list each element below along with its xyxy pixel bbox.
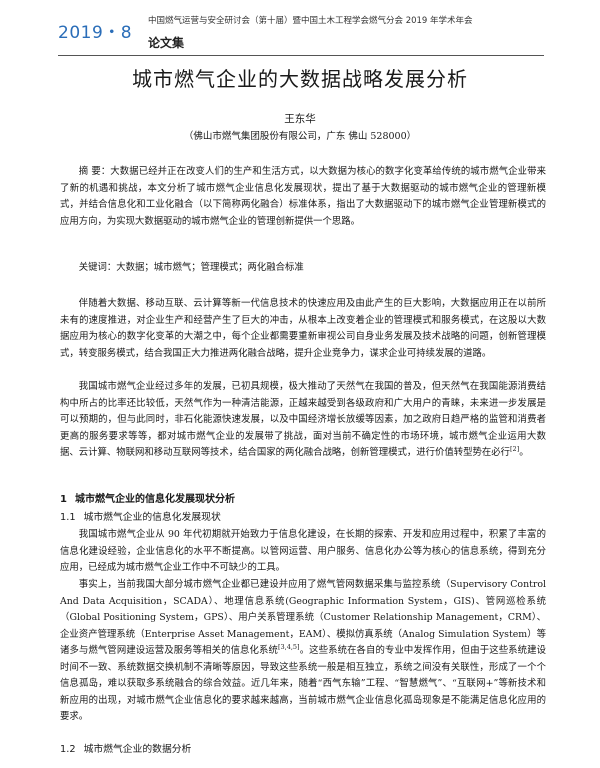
section-title: 城市燃气企业的数据分析 [83, 744, 192, 755]
subsection-heading-1-1: 1.1 城市燃气企业的信息化发展现状 [60, 509, 221, 523]
section-number: 1.1 [60, 512, 76, 523]
citation-ref: [3,4,5] [277, 642, 300, 651]
keywords: 关键词：大数据；城市燃气；管理模式；两化融合标准 [60, 260, 546, 277]
section-paragraph-1: 我国城市燃气企业从 90 年代初期就开始致力于信息化建设，在长期的探索、开发和应… [60, 527, 546, 577]
section-paragraph-2: 事实上，当前我国大部分城市燃气企业都已建设并应用了燃气管网数据采集与监控系统（S… [60, 577, 546, 726]
intro-paragraph-2: 我国城市燃气企业经过多年的发展，已初具规模，极大推动了天然气在我国的普及，但天然… [60, 379, 546, 462]
paragraph-text: 我国城市燃气企业从 90 年代初期就开始致力于信息化建设，在长期的探索、开发和应… [60, 529, 546, 573]
author-affiliation: （佛山市燃气集团股份有限公司，广东 佛山 528000） [183, 131, 417, 142]
paper-title: 城市燃气企业的大数据战略发展分析 [132, 67, 468, 91]
section-title: 城市燃气企业的信息化发展现状分析 [74, 494, 235, 505]
subsection-heading-1-2: 1.2 城市燃气企业的数据分析 [60, 741, 191, 755]
keywords-text: 关键词：大数据；城市燃气；管理模式；两化融合标准 [78, 262, 304, 273]
header-divider [58, 55, 544, 56]
section-number: 1 [60, 494, 67, 505]
author-name: 王东华 [284, 113, 316, 125]
paragraph-text-end: 。 [519, 447, 529, 458]
abstract: 摘 要：大数据已经并正在改变人们的生产和生活方式，以大数据为核心的数字化变革给传… [60, 164, 546, 230]
paragraph-with-citation: 事实上，当前我国大部分城市燃气企业都已建设并应用了燃气管网数据采集与监控系统（S… [60, 577, 546, 726]
header-year: 2019・8 [58, 23, 133, 43]
running-header: 2019・8 中国燃气运营与安全研讨会（第十届）暨中国土木工程学会燃气分会 20… [58, 10, 578, 58]
section-heading-1: 1 城市燃气企业的信息化发展现状分析 [60, 490, 235, 505]
paragraph-text-end: 。这些系统在各自的专业中发挥作用，但由于这些系统建设时间不一致、系统数据交换机制… [60, 645, 546, 722]
paragraph-text: 伴随着大数据、移动互联、云计算等新一代信息技术的快速应用及由此产生的巨大影响，大… [60, 298, 546, 359]
citation-ref: [2] [510, 444, 520, 453]
intro-paragraph-1: 伴随着大数据、移动互联、云计算等新一代信息技术的快速应用及由此产生的巨大影响，大… [60, 296, 546, 362]
section-title: 城市燃气企业的信息化发展现状 [83, 512, 221, 523]
abstract-text: 摘 要：大数据已经并正在改变人们的生产和生活方式，以大数据为核心的数字化变革给传… [60, 166, 546, 227]
paragraph-with-citation: 我国城市燃气企业经过多年的发展，已初具规模，极大推动了天然气在我国的普及，但天然… [60, 379, 546, 462]
header-proceedings: 论文集 [148, 36, 185, 50]
paragraph-text: 事实上，当前我国大部分城市燃气企业都已建设并应用了燃气管网数据采集与监控系统（S… [60, 579, 546, 656]
section-number: 1.2 [60, 744, 76, 755]
paragraph-text: 我国城市燃气企业经过多年的发展，已初具规模，极大推动了天然气在我国的普及，但天然… [60, 381, 546, 458]
header-conference: 中国燃气运营与安全研讨会（第十届）暨中国土木工程学会燃气分会 2019 年学术年… [148, 16, 473, 26]
